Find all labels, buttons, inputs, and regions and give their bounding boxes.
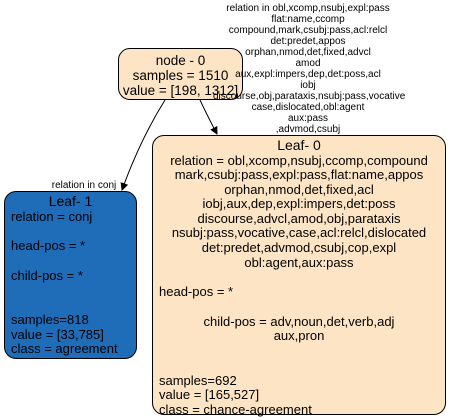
edge-label-right-line: flat:name,ccomp (271, 14, 345, 25)
edge-label-right-line: amod (295, 58, 321, 69)
edge-label-left: relation in conj (51, 180, 117, 191)
leaf-0-child-pos-line: aux,pron (273, 328, 325, 344)
edge-label-right-line: case,dislocated,obl:agent (251, 102, 365, 113)
edge-label-right-line: ,advmod,csubj (275, 124, 341, 135)
leaf-0-relation: relation = obl,xcomp,nsubj,ccomp,compoun… (159, 152, 439, 270)
leaf-0-relation-line: det:predet,advmod,csubj,cop,expl (201, 239, 397, 255)
edge-label-right-line: discourse,obj,parataxis,nsubj:pass,vocat… (213, 91, 406, 102)
edge-label-right-line: relation in obl,xcomp,nsubj,expl:pass (226, 3, 390, 14)
leaf-0-relation-line: obl:agent,aux:pass (244, 254, 354, 270)
edge-label-right-line: iobj (300, 80, 316, 91)
leaf-0-relation-line: nsubj:pass,vocative,case,acl:relcl,dislo… (171, 225, 427, 241)
leaf-0-samples: samples=692 (159, 372, 237, 388)
edge-to-leaf-0 (199, 99, 218, 135)
leaf-0-relation-line: mark,csubj:pass,expl:pass,flat:name,appo… (174, 167, 424, 183)
leaf-1-node: Leaf- 1 relation = conj head-pos = * chi… (4, 191, 137, 359)
leaf-0-value: value = [165,527] (159, 387, 260, 403)
leaf-1-value: value = [33,785] (11, 326, 104, 342)
leaf-0-relation-line: iobj,aux,dep,expl:impers,det:poss (202, 196, 396, 212)
leaf-1-head-pos: head-pos = * (11, 238, 86, 254)
leaf-0-child-pos-line: child-pos = adv,noun,det,verb,adj (203, 313, 395, 329)
leaf-0-relation-line: discourse,advcl,amod,obj,parataxis (197, 210, 401, 226)
leaf-1-title: Leaf- 1 (48, 193, 93, 209)
edge-label-right-line: det:predet,appos (270, 36, 346, 47)
leaf-1-child-pos: child-pos = * (11, 267, 83, 283)
leaf-0-relation-line: relation = obl,xcomp,nsubj,ccomp,compoun… (170, 152, 428, 168)
edge-label-right-line: aux,expl:impers,dep,det:poss,acl (235, 69, 381, 80)
edge-to-leaf-1 (120, 99, 166, 191)
leaf-0-head-pos: head-pos = * (159, 284, 234, 300)
root-node: node - 0 samples = 1510 value = [198, 13… (118, 48, 243, 100)
leaf-0-node: Leaf- 0 relation = obl,xcomp,nsubj,ccomp… (152, 135, 446, 417)
leaf-1-samples: samples=818 (11, 312, 89, 328)
root-value: value = [198, 1312] (122, 83, 239, 99)
leaf-0-title: Leaf- 0 (277, 137, 321, 153)
leaf-0-relation-line: orphan,nmod,det,fixed,acl (224, 181, 374, 197)
leaf-0-class: class = chance-agreement (159, 401, 312, 417)
edge-label-right-line: compound,mark,csubj:pass,acl:relcl (228, 25, 388, 36)
leaf-1-class: class = agreement (11, 341, 118, 357)
edge-label-right-line: aux:pass (287, 113, 329, 124)
root-samples: samples = 1510 (132, 68, 229, 84)
edge-label-right-line: orphan,nmod,det,fixed,advcl (245, 47, 371, 58)
root-title: node - 0 (155, 53, 206, 68)
leaf-1-relation: relation = conj (11, 208, 93, 224)
